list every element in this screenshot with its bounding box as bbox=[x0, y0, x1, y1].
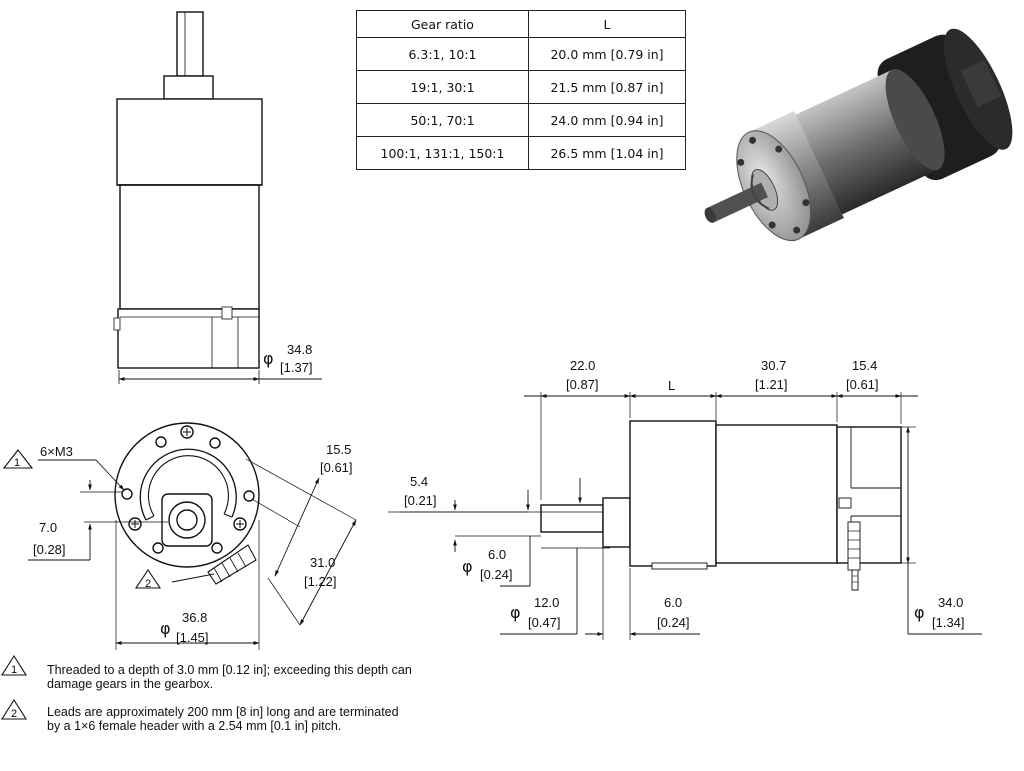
note-2-line-1: Leads are approximately 200 mm [8 in] lo… bbox=[47, 705, 399, 719]
length-cell: 26.5 mm [1.04 in] bbox=[527, 136, 687, 170]
dim-body-dia-in: [1.37] bbox=[280, 360, 313, 375]
diameter-symbol: φ bbox=[914, 603, 925, 622]
dim-flat-in: [0.21] bbox=[404, 493, 437, 508]
dim-shaft-len-mm: 22.0 bbox=[570, 358, 595, 373]
dim-boss-dia-in: [0.47] bbox=[528, 615, 561, 630]
note-1-line-2: damage gears in the gearbox. bbox=[47, 677, 213, 691]
table-row: 100:1, 131:1, 150:1 26.5 mm [1.04 in] bbox=[356, 136, 687, 170]
note-2-callout: 2 bbox=[11, 708, 17, 720]
note-1-callout: 1 bbox=[11, 664, 17, 676]
dim-motor-dia-mm: 34.0 bbox=[938, 595, 963, 610]
callout-2-number: 2 bbox=[145, 578, 151, 590]
dim-motor-dia-in: [1.34] bbox=[932, 615, 965, 630]
motor-3d-render bbox=[704, 28, 1013, 242]
table-row: 19:1, 30:1 21.5 mm [0.87 in] bbox=[356, 70, 687, 104]
diameter-symbol: φ bbox=[462, 557, 473, 576]
header-L: L bbox=[527, 10, 687, 38]
dim-shaft-len-in: [0.87] bbox=[566, 377, 599, 392]
table-header-row: Gear ratio L bbox=[356, 10, 687, 38]
dim-m3: 6×M3 bbox=[40, 444, 73, 459]
length-cell: 24.0 mm [0.94 in] bbox=[527, 103, 687, 137]
notes: 1 Threaded to a depth of 3.0 mm [0.12 in… bbox=[1, 654, 412, 733]
table-row: 50:1, 70:1 24.0 mm [0.94 in] bbox=[356, 103, 687, 137]
dim-bolt-circle-mm: 15.5 bbox=[326, 442, 351, 457]
dim-body-dia-mm: 34.8 bbox=[287, 342, 312, 357]
note-2-line-2: by a 1×6 female header with a 2.54 mm [0… bbox=[47, 719, 341, 733]
side-view-dimensions bbox=[388, 392, 982, 640]
dim-gearbox-dia-mm: 36.8 bbox=[182, 610, 207, 625]
dim-shaft-dia-mm: 6.0 bbox=[488, 547, 506, 562]
length-cell: 21.5 mm [0.87 in] bbox=[527, 70, 687, 104]
ratio-cell: 100:1, 131:1, 150:1 bbox=[356, 136, 529, 170]
side-view-vertical bbox=[113, 11, 322, 384]
dim-boss-len-in: [0.24] bbox=[657, 615, 690, 630]
dim-motor-len-in: [1.21] bbox=[755, 377, 788, 392]
dim-motor-len-mm: 30.7 bbox=[761, 358, 786, 373]
dim-offset-mm: 7.0 bbox=[39, 520, 57, 535]
header-gear-ratio: Gear ratio bbox=[356, 10, 529, 38]
diameter-symbol: φ bbox=[510, 603, 521, 622]
dim-encoder-len-mm: 15.4 bbox=[852, 358, 877, 373]
ratio-cell: 19:1, 30:1 bbox=[356, 70, 529, 104]
dim-face-width-mm: 31.0 bbox=[310, 555, 335, 570]
diameter-symbol: φ bbox=[263, 349, 274, 368]
side-view-horizontal bbox=[540, 420, 902, 591]
dim-flat-mm: 5.4 bbox=[410, 474, 428, 489]
callout-1-number: 1 bbox=[14, 457, 20, 469]
dim-offset-in: [0.28] bbox=[33, 542, 66, 557]
front-view bbox=[114, 422, 260, 585]
dim-face-width-in: [1.22] bbox=[304, 574, 337, 589]
gear-ratio-table: Gear ratio L 6.3:1, 10:1 20.0 mm [0.79 i… bbox=[356, 10, 687, 170]
dim-encoder-len-in: [0.61] bbox=[846, 377, 879, 392]
diameter-symbol: φ bbox=[160, 619, 171, 638]
front-view-dimensions bbox=[2, 449, 357, 650]
dim-shaft-dia-in: [0.24] bbox=[480, 567, 513, 582]
dim-boss-dia-mm: 12.0 bbox=[534, 595, 559, 610]
dim-L-label: L bbox=[668, 378, 675, 393]
note-1-line-1: Threaded to a depth of 3.0 mm [0.12 in];… bbox=[47, 663, 412, 677]
dim-boss-len-mm: 6.0 bbox=[664, 595, 682, 610]
dim-bolt-circle-in: [0.61] bbox=[320, 460, 353, 475]
ratio-cell: 50:1, 70:1 bbox=[356, 103, 529, 137]
dim-gearbox-dia-in: [1.45] bbox=[176, 630, 209, 645]
